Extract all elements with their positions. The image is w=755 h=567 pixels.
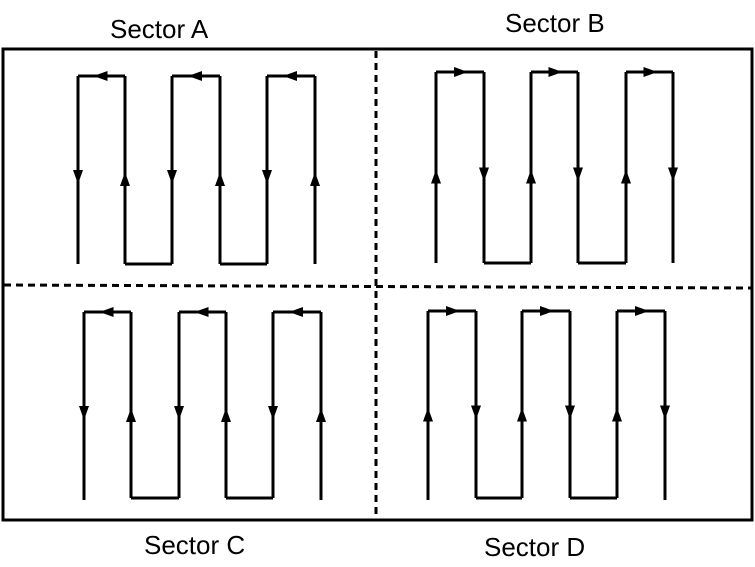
sector-c-label: Sector C <box>144 530 246 560</box>
sector-d-leg-arrow-3 <box>517 407 527 422</box>
sector-a-leg-arrow-4 <box>215 172 225 186</box>
sector-b-leg-arrow-5 <box>621 169 631 184</box>
sector-b-leg-arrow-3 <box>526 169 536 184</box>
sector-a-leg-arrow-3 <box>167 170 177 184</box>
sector-c-leg-arrow-3 <box>174 406 184 420</box>
sector-a-top-arrow-3 <box>283 71 297 81</box>
sector-d-leg-arrow-1 <box>423 407 433 422</box>
sector-a-leg-arrow-6 <box>310 172 320 186</box>
sector-c-leg-arrow-4 <box>221 408 231 422</box>
sector-a-top-arrow-2 <box>188 71 202 81</box>
sector-c-top-arrow-1 <box>99 307 114 317</box>
sector-d-label: Sector D <box>484 532 586 562</box>
sector-d-top-arrow-2 <box>540 306 554 316</box>
sector-c-top-arrow-2 <box>194 307 209 317</box>
sector-a-top-arrow-1 <box>93 71 108 81</box>
sector-c-top-arrow-3 <box>289 307 303 317</box>
sector-b-leg-arrow-1 <box>431 169 441 184</box>
sector-d-leg-arrow-2 <box>471 405 481 420</box>
outer-border <box>1 47 754 522</box>
sector-a-leg-arrow-5 <box>262 170 272 184</box>
sector-c-leg-arrow-5 <box>268 406 278 420</box>
sector-a-leg-arrow-2 <box>120 172 130 186</box>
sector-b-leg-arrow-6 <box>668 167 678 182</box>
sector-a-label: Sector A <box>110 14 209 44</box>
sector-b-leg-arrow-2 <box>479 167 489 182</box>
sector-b-leg-arrow-4 <box>573 167 583 182</box>
sector-a-leg-arrow-1 <box>73 170 83 184</box>
sector-d-leg-arrow-4 <box>565 405 575 420</box>
sector-d-leg-arrow-5 <box>612 407 622 422</box>
sector-d-top-arrow-1 <box>446 306 460 316</box>
sector-c-leg-arrow-1 <box>79 406 89 420</box>
sector-b-top-arrow-1 <box>454 67 468 77</box>
sector-b-top-arrow-3 <box>643 67 658 77</box>
sector-b-top-arrow-2 <box>548 67 563 77</box>
sector-c-leg-arrow-6 <box>316 408 326 422</box>
sector-c-leg-arrow-2 <box>126 408 136 422</box>
horizontal-divider <box>3 283 752 290</box>
sector-d-top-arrow-3 <box>635 306 649 316</box>
sector-b-label: Sector B <box>505 8 605 38</box>
sector-d-leg-arrow-6 <box>660 405 670 420</box>
